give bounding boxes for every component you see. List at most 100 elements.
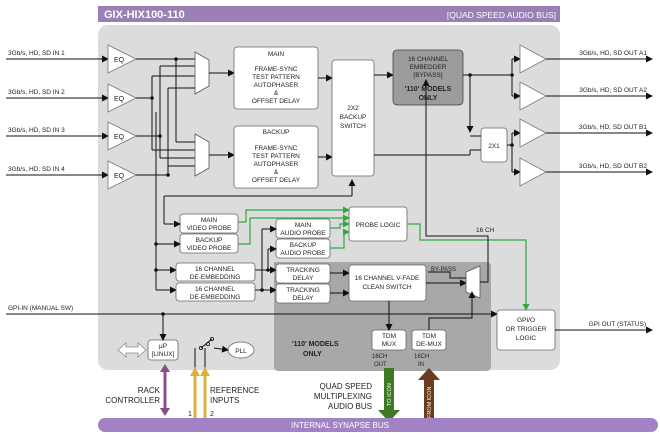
output-b2: 3Gb/s, HD, SD OUT B2 (546, 163, 653, 176)
deembedding-1: 16 CHANNEL DE-EMBEDDING (175, 262, 256, 282)
output-a2: 3Gb/s, HD, SD OUT A2 (546, 87, 653, 100)
svg-text:1: 1 (188, 411, 192, 418)
to-icon-arrow: TO ICON (378, 368, 400, 422)
svg-text:AUTOPHASER: AUTOPHASER (254, 82, 299, 89)
svg-text:MAIN: MAIN (295, 222, 312, 229)
header-subtitle: [QUAD SPEED AUDIO BUS] (447, 10, 556, 20)
probe-signal-lines (238, 206, 530, 311)
switch-2x1: 2X1 (480, 127, 508, 163)
output-label-b1: 3Gb/s, HD, SD OUT B1 (579, 124, 648, 131)
output-label-a1: 3Gb/s, HD, SD OUT A1 (579, 50, 647, 57)
output-driver-a2 (519, 81, 547, 111)
output-a1: 3Gb/s, HD, SD OUT A1 (546, 50, 653, 63)
svg-text:MAIN: MAIN (201, 217, 218, 224)
eq-1: EQ (107, 44, 137, 74)
probe-logic-block: PROBE LOGIC (348, 206, 408, 242)
input-label-3: 3Gb/s, HD, SD IN 3 (8, 127, 65, 134)
svg-text:16CH: 16CH (372, 354, 387, 360)
svg-text:MULTIPLEXING: MULTIPLEXING (314, 392, 372, 401)
svg-text:TRACKING: TRACKING (286, 287, 320, 294)
double-arrow-icon (117, 342, 147, 358)
svg-text:TRACKING: TRACKING (286, 267, 320, 274)
output-b1: 3Gb/s, HD, SD OUT B1 (546, 124, 653, 137)
svg-text:INPUTS: INPUTS (210, 396, 239, 405)
output-driver-b2 (519, 157, 547, 187)
svg-text:TDM: TDM (422, 333, 436, 340)
eq-2: EQ (107, 83, 137, 113)
svg-text:DE-MUX: DE-MUX (416, 341, 442, 348)
svg-text:BACKUP: BACKUP (196, 237, 223, 244)
backup-block-title: BACKUP (263, 129, 290, 136)
eq-3: EQ (107, 121, 137, 151)
main-block-title: MAIN (268, 51, 285, 58)
backup-video-probe: BACKUP VIDEO PROBE (179, 233, 239, 254)
svg-text:OUT: OUT (374, 362, 387, 368)
svg-text:BACKUP: BACKUP (290, 242, 317, 249)
embedder-models-note: '110' MODELS (405, 86, 452, 93)
svg-text:AUTOPHASER: AUTOPHASER (254, 161, 299, 168)
svg-text:16 CHANNEL: 16 CHANNEL (195, 286, 235, 293)
input-2: 3Gb/s, HD, SD IN 2 (6, 89, 109, 102)
backup-audio-probe: BACKUP AUDIO PROBE (275, 238, 331, 259)
input-3: 3Gb/s, HD, SD IN 3 (6, 127, 109, 140)
input-selector-main (194, 51, 210, 95)
tdm-demux: TDM DE-MUX (411, 329, 447, 351)
synapse-bus-label: INTERNAL SYNAPSE BUS (291, 421, 389, 430)
backup-switch-2x2: 2X2 BACKUP SWITCH (331, 59, 375, 177)
svg-text:µP: µP (159, 343, 167, 350)
svg-text:AUDIO PROBE: AUDIO PROBE (280, 230, 326, 237)
svg-text:ONLY: ONLY (419, 95, 438, 102)
vfade-clean-switch: 16 CHANNEL V-FADE CLEAN SWITCH (348, 264, 427, 302)
svg-text:2X1: 2X1 (488, 143, 500, 150)
svg-text:ONLY: ONLY (303, 351, 322, 358)
svg-text:DELAY: DELAY (293, 275, 314, 282)
input-1: 3Gb/s, HD, SD IN 1 (6, 50, 109, 63)
svg-text:BACKUP: BACKUP (340, 114, 367, 121)
embedder-block: 16 CHANNEL EMBEDDER [BYPASS] '110' MODEL… (392, 49, 464, 106)
svg-text:16 CHANNEL: 16 CHANNEL (195, 266, 235, 273)
from-icon-arrow: FROM ICON (418, 368, 440, 420)
reference-input-arrows (190, 367, 210, 420)
svg-text:LOGIC: LOGIC (516, 335, 537, 342)
main-frame-sync-block: MAIN FRAME-SYNC TEST PATTERN AUTOPHASER … (233, 46, 319, 110)
svg-text:16 CHANNEL V-FADE: 16 CHANNEL V-FADE (355, 275, 420, 282)
svg-text:OR TRIGGER: OR TRIGGER (505, 326, 546, 333)
svg-text:FRAME-SYNC: FRAME-SYNC (255, 145, 298, 152)
pll-block: PLL (227, 341, 255, 359)
microprocessor: µP [LINUX] (147, 339, 179, 361)
input-4: 3Gb/s, HD, SD IN 4 (6, 166, 109, 179)
svg-text:FRAME-SYNC: FRAME-SYNC (255, 66, 298, 73)
svg-text:16CH: 16CH (414, 354, 429, 360)
svg-text:SWITCH: SWITCH (340, 123, 366, 130)
header-bar: GIX-HIX100-110 [QUAD SPEED AUDIO BUS] (98, 6, 560, 22)
svg-text:EQ: EQ (114, 173, 125, 180)
output-label-a2: 3Gb/s, HD, SD OUT A2 (579, 87, 647, 94)
bypass-selector (465, 265, 481, 299)
internal-synapse-bus: INTERNAL SYNAPSE BUS (98, 418, 658, 432)
eq-routing (136, 57, 195, 177)
svg-text:TO ICON: TO ICON (387, 383, 393, 406)
svg-text:[BYPASS]: [BYPASS] (413, 72, 442, 79)
main-audio-probe: MAIN AUDIO PROBE (275, 218, 331, 239)
svg-text:EQ: EQ (114, 96, 125, 103)
deembedding-2: 16 CHANNEL DE-EMBEDDING (175, 282, 256, 302)
svg-text:EMBEDDER: EMBEDDER (410, 64, 447, 71)
channel-count-label: 16 CH (476, 227, 495, 234)
svg-text:OFFSET DELAY: OFFSET DELAY (252, 177, 301, 184)
tdm-mux: TDM MUX (371, 329, 407, 351)
svg-text:&: & (274, 169, 279, 176)
svg-text:TDM: TDM (382, 333, 396, 340)
output-driver-b1 (519, 118, 547, 148)
svg-text:DELAY: DELAY (293, 295, 314, 302)
probe-input-lines (154, 112, 356, 294)
svg-text:CLEAN SWITCH: CLEAN SWITCH (362, 284, 411, 291)
rack-controller-arrow (160, 364, 170, 416)
svg-text:EQ: EQ (114, 57, 125, 64)
input-selector-backup (194, 133, 210, 177)
bypass-label: BY-PASS (431, 267, 456, 273)
eq-4: EQ (107, 160, 137, 190)
svg-text:OFFSET DELAY: OFFSET DELAY (252, 98, 301, 105)
svg-text:EQ: EQ (114, 134, 125, 141)
rack-controller-label: RACK (138, 386, 161, 395)
svg-text:VIDEO PROBE: VIDEO PROBE (187, 225, 232, 232)
